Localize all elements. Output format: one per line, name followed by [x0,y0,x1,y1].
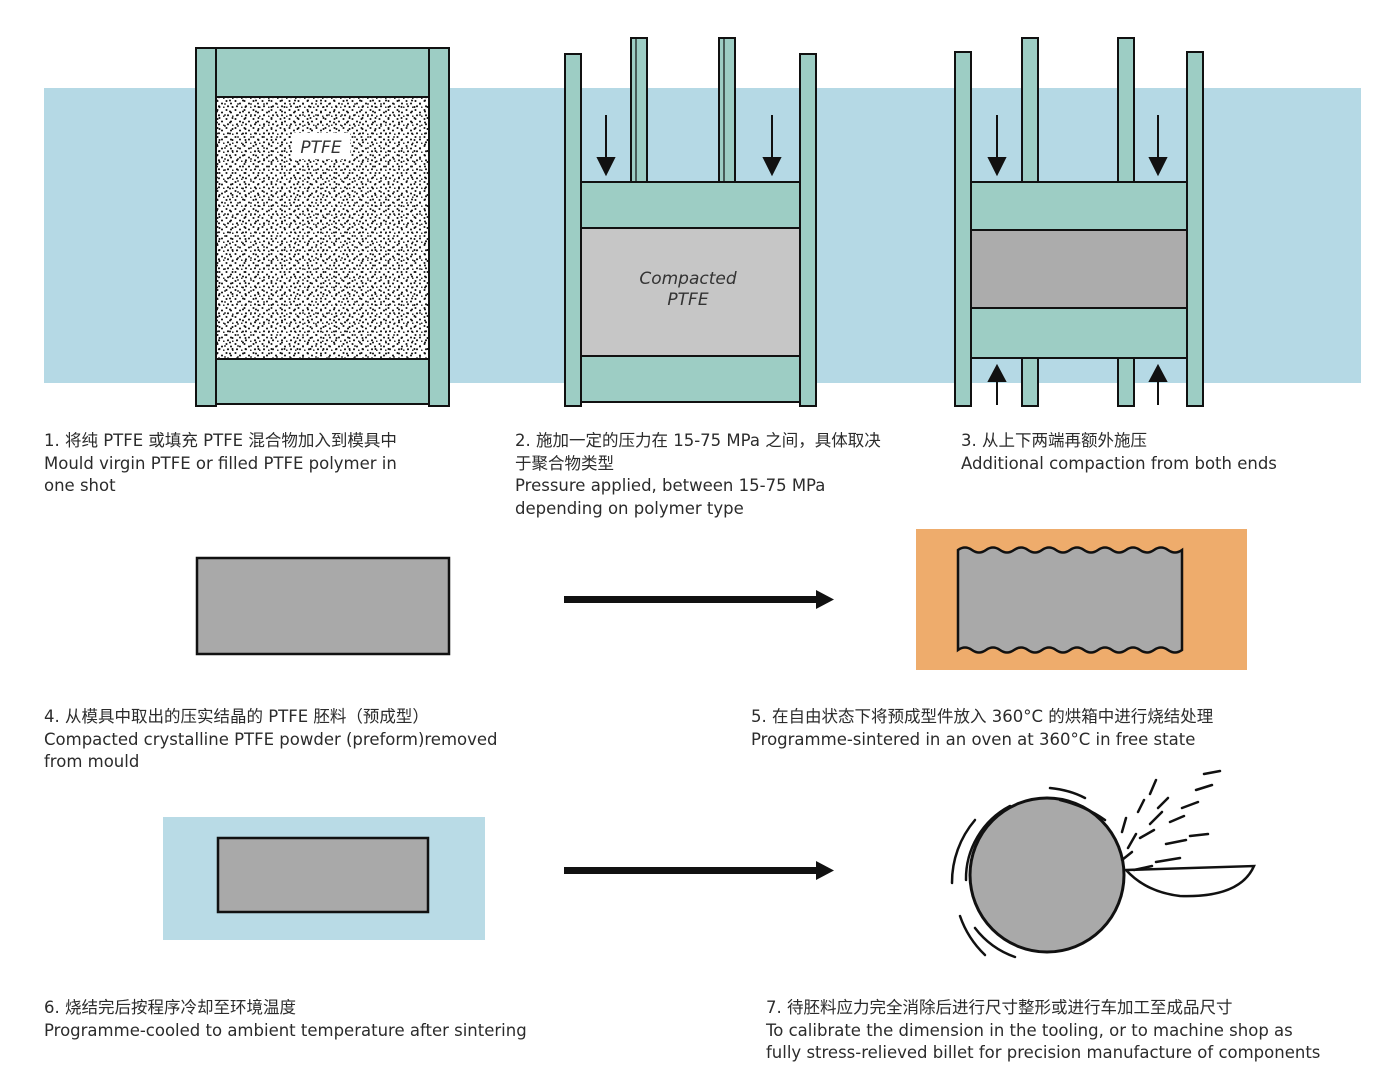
step2-en-line1: Pressure applied, between 15-75 MPa [515,476,826,495]
compacted-label-line2: PTFE [667,290,708,310]
stage3-press [954,37,1204,407]
step7-caption: 7. 待胚料应力完全消除后进行尺寸整形或进行车加工至成品尺寸 To calibr… [766,997,1320,1065]
step7-en-line2: fully stress-relieved billet for precisi… [766,1043,1321,1062]
stage2-down-arrows [596,115,782,177]
compacted-label-line1: Compacted [639,269,737,289]
step7-zh: 7. 待胚料应力完全消除后进行尺寸整形或进行车加工至成品尺寸 [766,998,1233,1017]
stage3-arrows [987,115,1168,405]
step1-en-line1: Mould virgin PTFE or filled PTFE polymer… [44,453,397,473]
step1-en-line2: one shot [44,476,116,495]
step2-zh-line1: 2. 施加一定的压力在 15-75 MPa 之间，具体取决 [515,431,881,450]
machining-illustration [950,769,1256,959]
step4-zh: 4. 从模具中取出的压实结晶的 PTFE 胚料（预成型） [44,707,429,726]
double-compacted-ptfe [970,229,1188,309]
step5-caption: 5. 在自由状态下将预成型件放入 360°C 的烘箱中进行烧结处理 Progra… [751,706,1213,751]
step5-zh: 5. 在自由状态下将预成型件放入 360°C 的烘箱中进行烧结处理 [751,707,1214,726]
arrow-to-machining [564,861,834,880]
step2-en-line2: depending on polymer type [515,498,744,518]
step3-zh: 3. 从上下两端再额外施压 [961,431,1147,450]
step4-en-line1: Compacted crystalline PTFE powder (prefo… [44,729,498,749]
step1-zh: 1. 将纯 PTFE 或填充 PTFE 混合物加入到模具中 [44,431,397,450]
stage2-press [564,37,817,407]
rotating-billet [968,796,1126,954]
step4-caption: 4. 从模具中取出的压实结晶的 PTFE 胚料（预成型） Compacted c… [44,706,498,774]
cutting-tool [1123,864,1256,898]
step6-en: Programme-cooled to ambient temperature … [44,1020,527,1040]
step1-caption: 1. 将纯 PTFE 或填充 PTFE 混合物加入到模具中 Mould virg… [44,430,397,498]
stage1-mould [195,47,450,407]
step6-caption: 6. 烧结完后按程序冷却至环境温度 Programme-cooled to am… [44,997,527,1042]
ptfe-label: PTFE [300,138,341,158]
step2-caption: 2. 施加一定的压力在 15-75 MPa 之间，具体取决 于聚合物类型 Pre… [515,430,881,520]
cooled-billet [216,836,430,914]
step3-en: Additional compaction from both ends [961,453,1277,473]
sintering-billet [956,546,1184,654]
compacted-ptfe [580,227,801,357]
arrow-to-oven [564,590,834,609]
step7-en-line1: To calibrate the dimension in the toolin… [766,1020,1293,1040]
step2-zh-line2: 于聚合物类型 [515,453,614,473]
step4-en-line2: from mould [44,752,140,771]
step6-zh: 6. 烧结完后按程序冷却至环境温度 [44,998,296,1017]
step5-en: Programme-sintered in an oven at 360°C i… [751,729,1196,749]
preform-billet [195,556,451,656]
step3-caption: 3. 从上下两端再额外施压 Additional compaction from… [961,430,1277,475]
